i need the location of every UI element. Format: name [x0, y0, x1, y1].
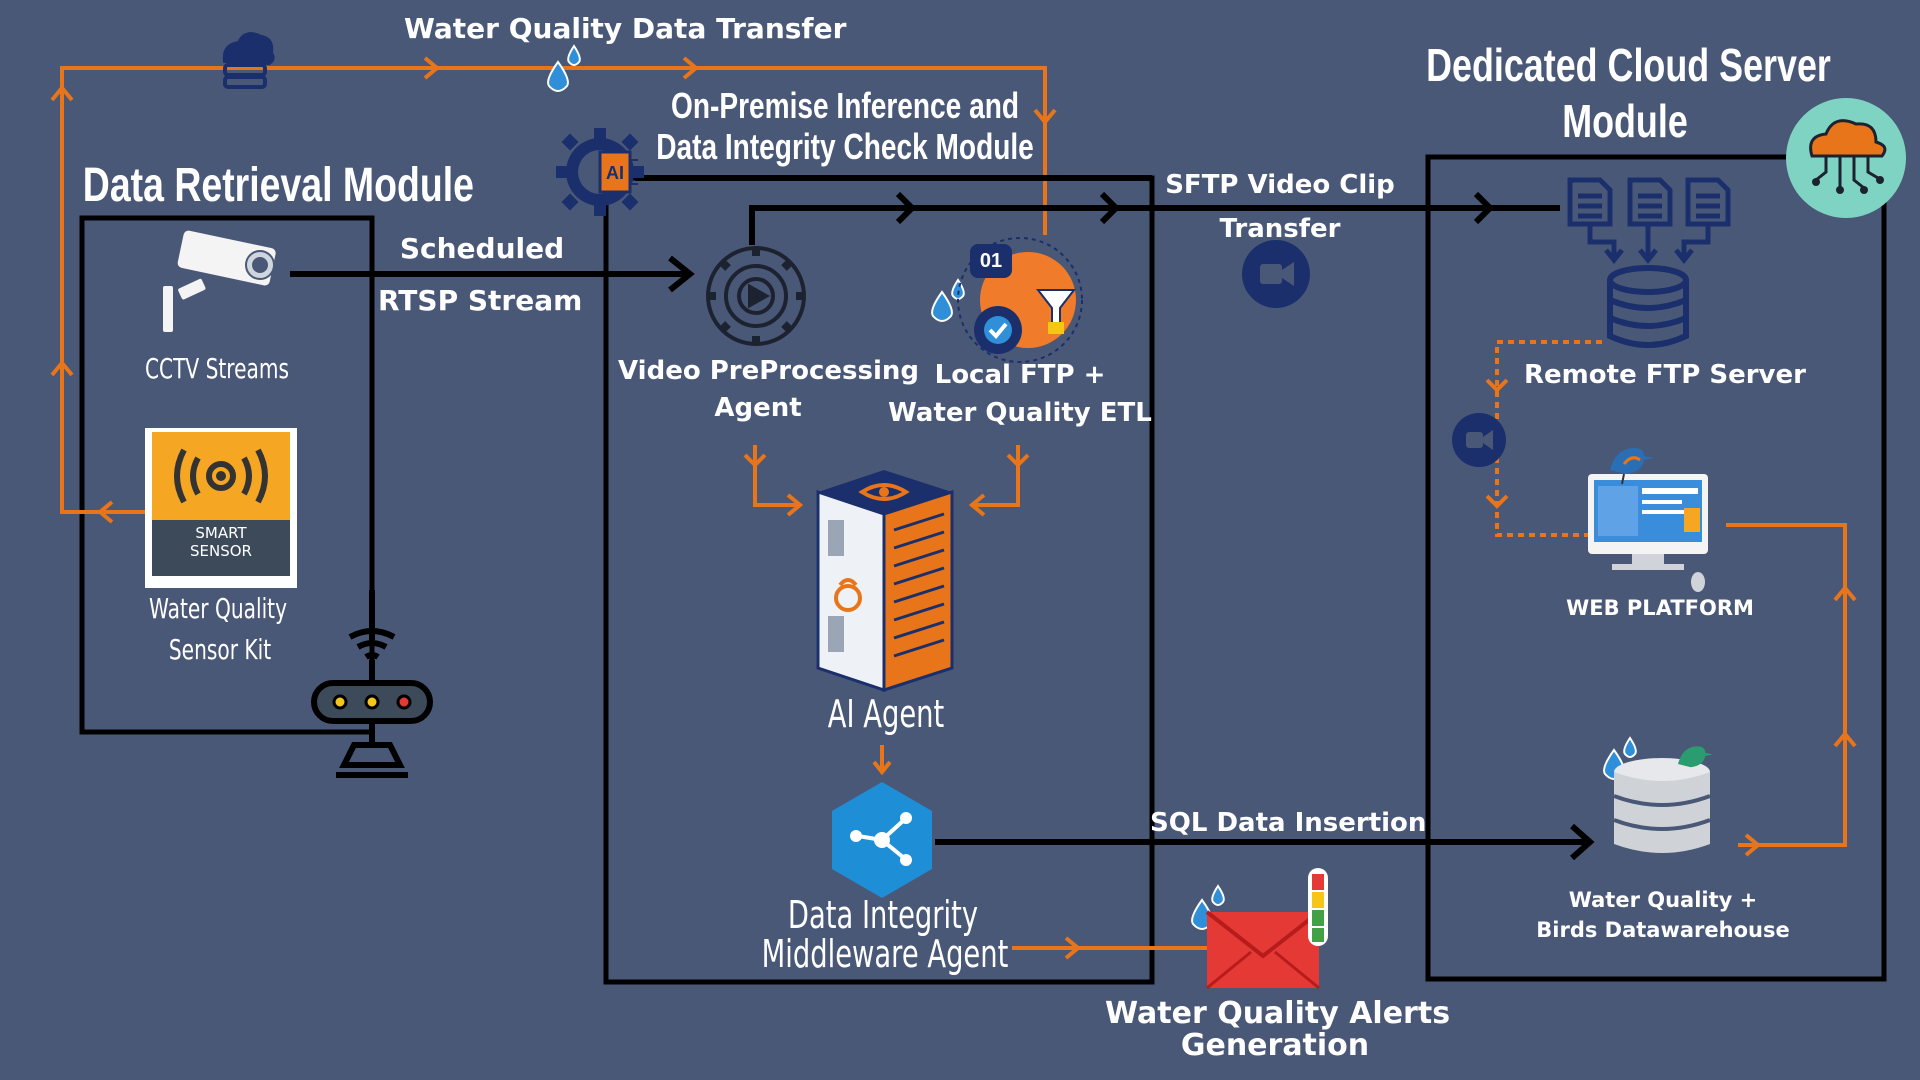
sensor-badge-line1: SMART	[195, 524, 247, 542]
sensor-label-line1: Water Quality	[148, 592, 288, 625]
datawarehouse-label-line1: Water Quality +	[1568, 888, 1758, 912]
ai-chip-label: AI	[606, 163, 624, 183]
alert-envelope-icon	[1205, 868, 1328, 990]
database-icon	[1613, 758, 1711, 853]
ai-agent-label: AI Agent	[827, 692, 945, 736]
cloud-server-icon	[222, 32, 275, 89]
smart-sensor-icon: SMART SENSOR	[145, 428, 297, 588]
video-camera-icon	[1452, 413, 1506, 467]
video-preprocessing-label-line1: Video PreProcessing	[618, 356, 920, 386]
cctv-label: CCTV Streams	[144, 352, 290, 385]
cloud-circuit-icon	[1786, 98, 1906, 218]
bird-icon	[1678, 746, 1714, 768]
web-platform-monitor-icon	[1588, 474, 1708, 592]
orange-internal-flows	[743, 445, 1857, 960]
document-icon	[1567, 177, 1731, 265]
remote-ftp-label: Remote FTP Server	[1524, 360, 1806, 390]
local-ftp-label-line1: Local FTP +	[934, 360, 1106, 390]
cctv-camera-icon	[161, 228, 278, 334]
bird-icon	[1610, 448, 1654, 485]
video-camera-icon	[1242, 240, 1310, 308]
data-retrieval-title: Data Retrieval Module	[82, 159, 474, 212]
alerts-label-line1: Water Quality Alerts	[1105, 996, 1451, 1031]
on-premise-title-line2: Data Integrity Check Module	[656, 126, 1034, 167]
rtsp-stream-label: RTSP Stream	[378, 284, 583, 317]
water-quality-transfer-label: Water Quality Data Transfer	[404, 12, 847, 45]
sensor-badge-line2: SENSOR	[190, 542, 252, 560]
alerts-label-line2: Generation	[1180, 1028, 1370, 1063]
database-icon	[1607, 265, 1689, 348]
water-quality-transfer-flow	[50, 56, 1057, 524]
middleware-label-line2: Middleware Agent	[761, 932, 1009, 976]
ftp-etl-icon: 01	[957, 237, 1083, 363]
cloud-box	[1425, 154, 1887, 982]
water-drop-icon	[1191, 884, 1225, 930]
hexagon-network-icon	[832, 782, 932, 898]
datawarehouse-label-line2: Birds Datawarehouse	[1536, 918, 1790, 942]
cloud-title-line1: Dedicated Cloud Server	[1426, 39, 1831, 91]
sftp-label-line2: Transfer	[1219, 214, 1341, 244]
dashed-flow-arrows	[1485, 378, 1509, 509]
sql-insertion-label: SQL Data Insertion	[1150, 808, 1427, 838]
sftp-label-line1: SFTP Video Clip	[1165, 170, 1395, 200]
local-ftp-label-line2: Water Quality ETL	[888, 398, 1152, 428]
water-drop-icon	[547, 44, 581, 92]
ai-chip-icon: AI	[556, 128, 644, 216]
scheduled-label: Scheduled	[399, 232, 565, 265]
video-processing-icon	[706, 246, 806, 346]
router-icon	[311, 628, 433, 778]
on-premise-title-line1: On-Premise Inference and	[670, 85, 1020, 126]
middleware-label-line1: Data Integrity	[787, 893, 979, 937]
cloud-title-line2: Module	[1562, 95, 1688, 147]
gpu-server-icon	[816, 470, 954, 693]
black-flows	[290, 175, 1595, 861]
video-preprocessing-label-line2: Agent	[714, 393, 802, 423]
sensor-label-line2: Sensor Kit	[168, 633, 272, 666]
ftp-chip-label: 01	[980, 250, 1002, 272]
web-platform-label: WEB PLATFORM	[1566, 596, 1754, 620]
data-retrieval-box	[79, 215, 375, 735]
